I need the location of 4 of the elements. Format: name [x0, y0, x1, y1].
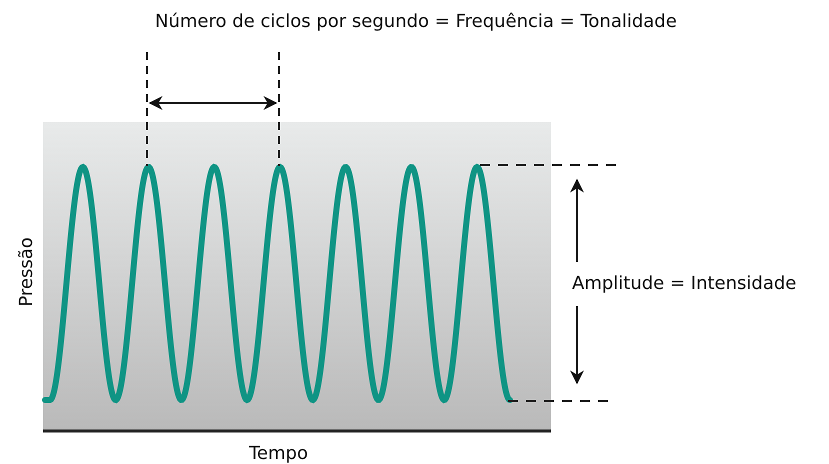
frequency-label: Número de ciclos por segundo = Frequência = Tonalidade: [155, 12, 677, 32]
axis-label: Pressão: [16, 237, 37, 307]
amplitude-label: Amplitude = Intensidade: [572, 274, 796, 294]
axis-label: Tempo: [249, 444, 308, 464]
